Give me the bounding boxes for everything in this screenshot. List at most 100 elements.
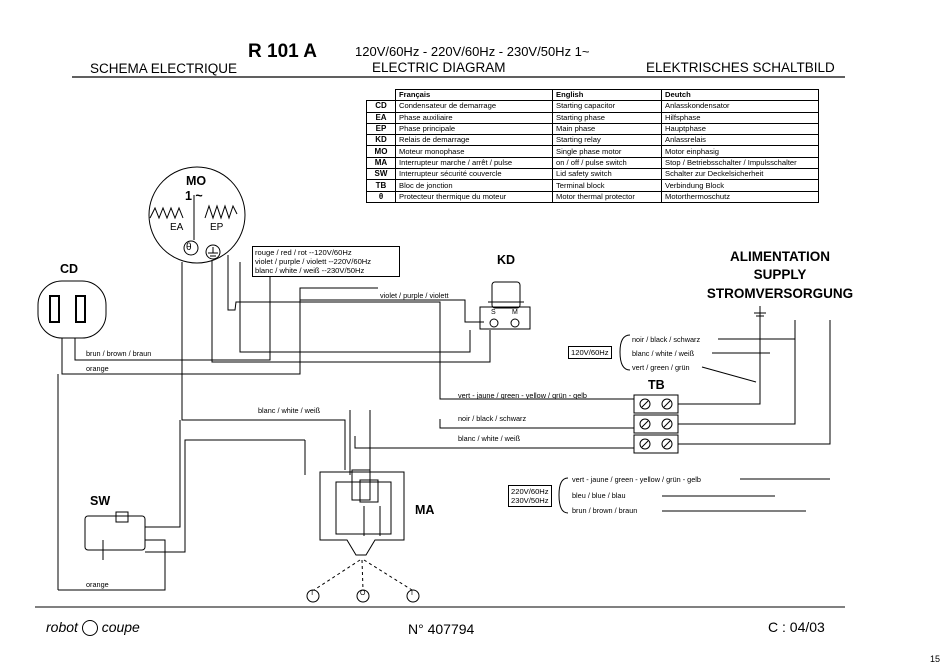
wire-label-blanc-tb: blanc / white / weiß <box>458 434 521 443</box>
ma-position-t: T <box>310 590 315 597</box>
tb-row-3 <box>633 434 679 454</box>
legend-row: SW Interrupteur sécurité couvercle Lid s… <box>366 168 819 181</box>
legend-row: θ Protecteur thermique du moteur Motor t… <box>366 190 819 203</box>
wire-label-violet: violet / purple / violett <box>380 291 449 300</box>
legend-row: KD Relais de demarrage Starting relay An… <box>366 134 819 147</box>
legend-code: SW <box>366 168 396 181</box>
legend-fr: Moteur monophase <box>395 145 553 158</box>
legend-code: CD <box>366 100 396 113</box>
wire-label-orange-top: orange <box>86 364 109 373</box>
label-kd: KD <box>497 253 516 267</box>
wire-kd-m <box>239 262 471 353</box>
title-english: ELECTRIC DIAGRAM <box>372 60 506 75</box>
label-sw: SW <box>90 494 111 508</box>
legend-row: EP Phase principale Main phase Hauptphas… <box>366 122 819 136</box>
tb-row-1 <box>633 394 679 414</box>
wire-label-blanc-sw: blanc / white / weiß <box>258 406 321 415</box>
supply-group2-wire: vert - jaune / green - yellow / grün - g… <box>572 475 701 484</box>
legend-code: EA <box>366 111 396 124</box>
label-kd-s: S <box>491 309 496 316</box>
legend-fr: Relais de demarrage <box>395 134 553 147</box>
wire-vert-tb <box>227 255 630 400</box>
legend-row: EA Phase auxiliaire Starting phase Hilfs… <box>366 111 819 124</box>
wire-label-brun: brun / brown / braun <box>86 349 152 358</box>
label-mo-phase: 1 ~ <box>185 189 203 203</box>
sw-body <box>84 515 146 551</box>
brand-logo: robot coupe <box>46 619 140 637</box>
wire-brun <box>74 262 271 361</box>
label-cd: CD <box>60 262 79 276</box>
legend-en: Starting relay <box>552 134 662 147</box>
legend-row: CD Condensateur de demarrage Starting ca… <box>366 100 819 113</box>
supply-title-en: SUPPLY <box>753 267 807 282</box>
revision-code: C : 04/03 <box>768 619 825 635</box>
legend-fr: Interrupteur sécurité couvercle <box>395 168 553 181</box>
legend-fr: Bloc de jonction <box>395 179 553 192</box>
supply-group2-voltage: 230V/50Hz <box>511 496 549 505</box>
legend-de: Stop / Betriebsschalter / Impulsschalter <box>661 156 819 170</box>
label-kd-m: M <box>512 309 518 316</box>
kd-relay-top <box>491 281 521 309</box>
motor-wire-box: rouge / red / rot --120V/60Hz violet / p… <box>252 246 400 277</box>
wire-label-orange-bottom: orange <box>86 580 109 589</box>
label-ma: MA <box>415 503 435 517</box>
legend-de: Motor einphasig <box>661 145 819 158</box>
legend-en: Starting phase <box>552 111 662 124</box>
legend-header-fr: Français <box>395 88 553 102</box>
legend-en: Motor thermal protector <box>552 190 662 203</box>
ma-position-i: I <box>411 590 413 597</box>
supply-group2-voltage: 220V/60Hz <box>511 487 549 496</box>
motor-wire-line: violet / purple / violett --220V/60Hz <box>255 257 372 266</box>
legend-en: on / off / pulse switch <box>552 156 662 170</box>
legend-row: MA Interrupteur marche / arrêt / pulse o… <box>366 156 819 170</box>
brand-logo-left: robot <box>46 619 78 635</box>
legend-fr: Phase principale <box>395 122 553 136</box>
supply-title-fr: ALIMENTATION <box>730 249 830 264</box>
legend-header-en: English <box>552 88 662 102</box>
capacitor-body <box>37 280 107 339</box>
wire-orange-top <box>61 287 378 375</box>
legend-de: Anlasskondensator <box>661 100 819 113</box>
legend-en: Starting capacitor <box>552 100 662 113</box>
legend-code: TB <box>366 179 396 192</box>
legend-en: Single phase motor <box>552 145 662 158</box>
legend-de: Anlassrelais <box>661 134 819 147</box>
label-tb: TB <box>648 378 665 392</box>
legend-de: Hauptphase <box>661 122 819 136</box>
legend-code: θ <box>366 190 396 203</box>
legend-header-de: Deutch <box>661 88 819 102</box>
label-theta: θ <box>186 242 192 253</box>
page-number: 15 <box>930 654 941 664</box>
document-number: N° 407794 <box>408 621 475 637</box>
wire-violet <box>300 299 484 323</box>
legend-code: MO <box>366 145 396 158</box>
legend-en: Main phase <box>552 122 662 136</box>
legend-de: Verbindung Block <box>661 179 819 192</box>
legend-en: Lid safety switch <box>552 168 662 181</box>
legend-fr: Protecteur thermique du moteur <box>395 190 553 203</box>
supply-group2-wire: bleu / blue / blau <box>572 491 626 500</box>
voltage-spec: 120V/60Hz - 220V/60Hz - 230V/50Hz 1~ <box>355 44 590 59</box>
winding-ea <box>149 206 184 220</box>
label-ea: EA <box>170 222 184 233</box>
legend-fr: Phase auxiliaire <box>395 111 553 124</box>
motor-wire-line: rouge / red / rot --120V/60Hz <box>255 248 352 257</box>
legend-fr: Condensateur de demarrage <box>395 100 553 113</box>
brand-logo-mark <box>81 620 98 637</box>
ground-terminal <box>205 244 221 260</box>
supply-group1-voltage: 120V/60Hz <box>568 346 612 359</box>
supply-group2-wire: brun / brown / braun <box>572 506 638 515</box>
legend-de: Motorthermoschutz <box>661 190 819 203</box>
label-ep: EP <box>210 222 224 233</box>
winding-ep <box>204 204 238 220</box>
legend-de: Hilfsphase <box>661 111 819 124</box>
ma-position-o: O <box>360 590 366 597</box>
legend-code: EP <box>366 122 396 136</box>
legend-table: Français English Deutch CD Condensateur … <box>366 88 819 203</box>
motor-circle <box>148 166 246 264</box>
title-french: SCHEMA ELECTRIQUE <box>90 61 238 76</box>
legend-row: MO Moteur monophase Single phase motor M… <box>366 145 819 158</box>
supply-title-de: STROMVERSORGUNG <box>706 286 854 301</box>
supply-group1-wire: vert / green / grün <box>632 363 690 372</box>
